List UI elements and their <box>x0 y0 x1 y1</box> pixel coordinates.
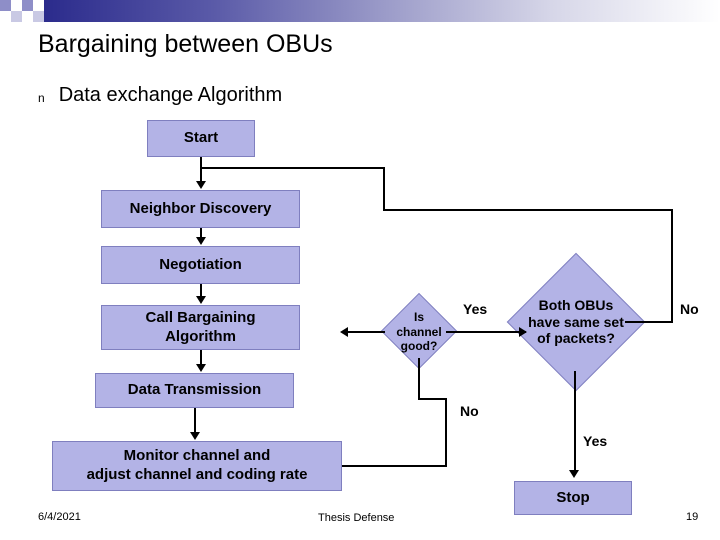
edge-neighbor-to-negotiation-arrow <box>196 237 206 245</box>
edge-call-to-channel-arrow <box>340 327 348 337</box>
bullet-text: Data exchange Algorithm <box>58 84 283 106</box>
edge-call-to-data <box>200 350 202 365</box>
top-bar-square-4 <box>33 11 44 22</box>
edge-monitor-to-channel-horizontal <box>342 465 447 467</box>
footer-page-number: 19 <box>686 511 699 523</box>
edge-label-packets-no: No <box>680 301 699 317</box>
bullet-row: n Data exchange Algorithm <box>38 84 282 107</box>
page-title: Bargaining between OBUs <box>38 30 333 58</box>
node-call-bargaining-algorithm: Call Bargaining Algorithm <box>101 305 300 350</box>
edge-call-to-data-arrow <box>196 364 206 372</box>
edge-packets-no-top <box>383 209 673 211</box>
edge-channel-no-drop <box>418 358 420 400</box>
edge-start-to-neighbor-arrow <box>196 181 206 189</box>
edge-channel-yes-line <box>446 331 526 333</box>
top-bar-square-2 <box>22 0 33 11</box>
footer-center-text: Thesis Defense <box>318 512 395 524</box>
node-call-bargaining-line1: Call Bargaining <box>145 308 256 326</box>
node-monitor-line2: adjust channel and coding rate <box>86 466 308 483</box>
edge-data-to-monitor <box>194 408 196 433</box>
edge-neighbor-to-negotiation <box>200 228 202 238</box>
edge-label-channel-yes: Yes <box>463 301 488 317</box>
edge-negotiation-to-call-arrow <box>196 296 206 304</box>
footer-date: 6/4/2021 <box>38 511 81 523</box>
decorative-top-bar <box>0 0 720 22</box>
edge-negotiation-to-call <box>200 284 202 297</box>
top-bar-square-1 <box>0 0 11 11</box>
edge-data-to-monitor-arrow <box>190 432 200 440</box>
node-negotiation: Negotiation <box>101 246 300 284</box>
top-bar-gradient <box>44 0 720 22</box>
edge-packets-no-into-start-path <box>200 167 385 169</box>
top-bar-square-3 <box>11 11 22 22</box>
edge-channel-no-to-monitor-return <box>418 398 447 400</box>
node-data-transmission: Data Transmission <box>95 373 294 408</box>
edge-call-to-channel-line <box>347 331 385 333</box>
node-call-bargaining-line2: Algorithm <box>165 327 236 345</box>
node-monitor-line1: Monitor channel and <box>123 447 271 465</box>
node-stop: Stop <box>514 481 632 515</box>
edge-packets-yes-line <box>574 371 576 471</box>
edge-packets-yes-arrow <box>569 470 579 478</box>
node-monitor-channel: Monitor channel and adjust channel and c… <box>52 441 342 491</box>
bullet-marker-icon: n <box>38 90 45 105</box>
edge-start-to-neighbor <box>200 157 202 182</box>
edge-channel-yes-arrow <box>519 327 527 337</box>
edge-label-channel-no: No <box>460 403 479 419</box>
edge-packets-no-up <box>671 209 673 323</box>
node-neighbor-discovery: Neighbor Discovery <box>101 190 300 228</box>
edge-monitor-to-channel-vertical <box>445 400 447 466</box>
edge-packets-no-right <box>625 321 673 323</box>
edge-packets-no-down-left <box>383 167 385 211</box>
node-start: Start <box>147 120 255 157</box>
edge-label-packets-yes: Yes <box>583 433 608 449</box>
